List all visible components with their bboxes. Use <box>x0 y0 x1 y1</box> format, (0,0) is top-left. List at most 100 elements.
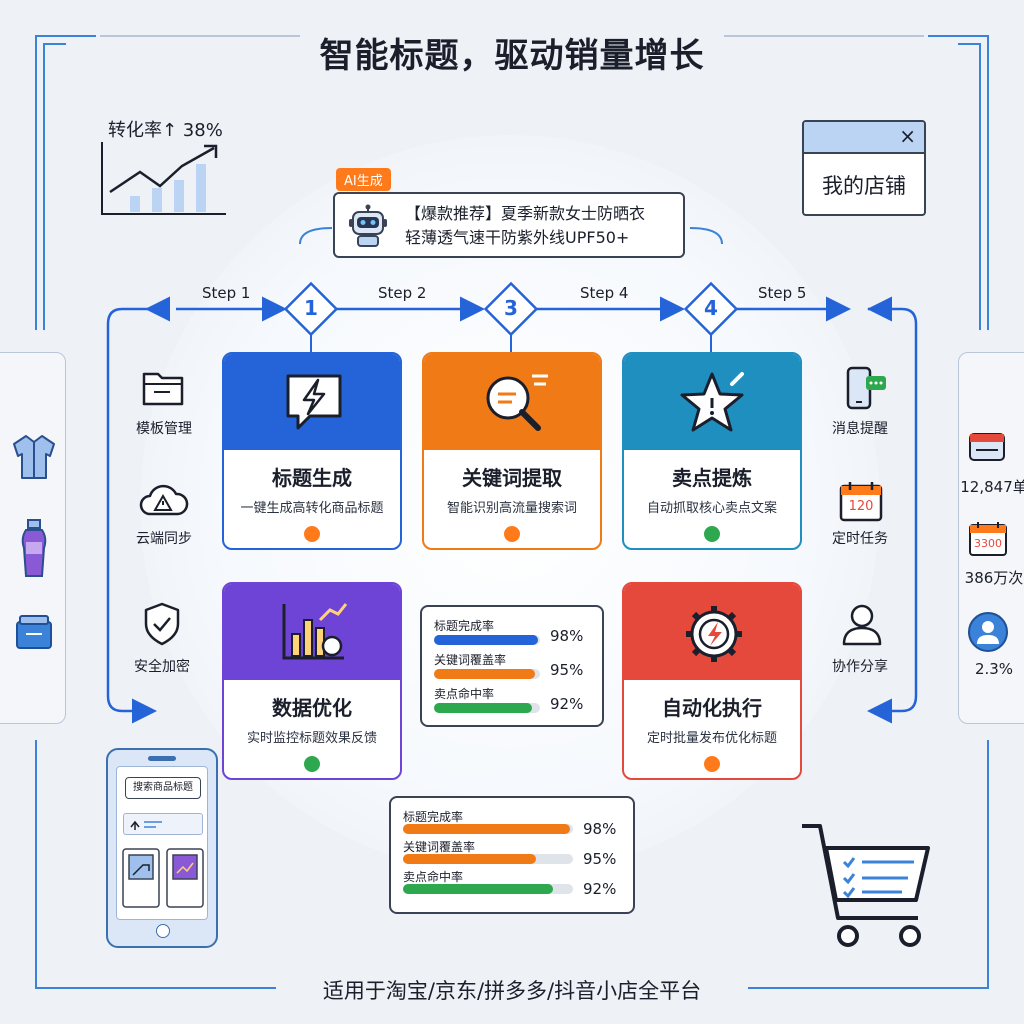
tool-label-notification[interactable]: 消息提醒 <box>832 421 888 437</box>
platform-footer: 适用于淘宝/京东/拼多多/抖音小店全平台 <box>322 979 702 1003</box>
step-number-1: 1 <box>304 296 318 320</box>
tool-label-security[interactable]: 安全加密 <box>134 659 190 675</box>
banner-connector <box>299 227 723 245</box>
calendar-icon: 120 <box>838 480 884 522</box>
star-icon <box>680 372 744 432</box>
box-icon <box>16 615 52 649</box>
tool-label-share[interactable]: 协作分享 <box>832 659 888 675</box>
card-desc: 自动抓取核心卖点文案 <box>646 501 777 516</box>
step-marker-4 <box>683 281 739 337</box>
metric-label: 卖点命中率 <box>403 870 464 884</box>
card-data-optimization[interactable]: 数据优化 实时监控标题效果反馈 <box>222 582 402 780</box>
metric-value: 92% <box>550 695 584 713</box>
shield-check-icon <box>144 602 180 646</box>
conversion-label: 转化率↑ 38% <box>108 120 223 141</box>
card-title: 卖点提炼 <box>672 466 752 490</box>
my-store-window[interactable]: × 我的店铺 <box>802 120 926 216</box>
step-label-1: Step 1 <box>202 284 251 302</box>
users-icon <box>968 612 1008 652</box>
folder-icon <box>142 372 184 406</box>
metric-fill <box>434 635 538 645</box>
status-dot <box>304 756 320 772</box>
magnifier-icon <box>486 374 548 431</box>
card-title-generation[interactable]: 标题生成 一键生成高转化商品标题 <box>222 352 402 550</box>
step-marker-3 <box>483 281 539 337</box>
card-desc: 一键生成高转化商品标题 <box>240 501 384 516</box>
lightning-chat-icon <box>286 374 342 430</box>
user-icon <box>842 604 882 646</box>
calendar-views-icon: 3300 <box>968 520 1008 558</box>
metric-row: 标题完成率 98% <box>403 808 616 838</box>
bottle-icon <box>21 519 47 577</box>
step-label-5: Step 5 <box>758 284 807 302</box>
store-title-bar: × <box>804 122 924 154</box>
stat-orders: 12,847单 <box>960 478 1024 496</box>
card-title: 标题生成 <box>272 466 352 490</box>
page-title: 智能标题，驱动销量增长 <box>319 36 705 76</box>
card-keyword-extraction[interactable]: 关键词提取 智能识别高流量搜索词 <box>422 352 602 550</box>
metrics-panel-small: 标题完成率 98% 关键词覆盖率 95% 卖点命中率 92% <box>420 605 604 727</box>
shopping-cart-icon <box>802 824 930 947</box>
calendar-views-badge: 3300 <box>974 537 1002 550</box>
tool-label-template[interactable]: 模板管理 <box>136 421 192 437</box>
card-selling-point[interactable]: 卖点提炼 自动抓取核心卖点文案 <box>622 352 802 550</box>
tool-label-cloud[interactable]: 云端同步 <box>136 531 192 547</box>
upload-list-icon <box>130 820 162 830</box>
card-auto-execution[interactable]: 自动化执行 定时批量发布优化标题 <box>622 582 802 780</box>
phone-search-bar[interactable]: 搜索商品标题 <box>125 777 201 799</box>
metric-track <box>434 635 540 645</box>
calendar-badge: 120 <box>848 499 874 514</box>
metric-value: 98% <box>550 627 584 645</box>
metric-value: 95% <box>583 850 617 868</box>
product-thumbnails <box>122 848 204 908</box>
phone-home-button[interactable] <box>156 924 170 938</box>
metric-label: 关键词覆盖率 <box>434 653 507 667</box>
metric-track <box>403 854 573 864</box>
metric-row: 关键词覆盖率 95% <box>403 838 616 868</box>
phone-input-row[interactable] <box>123 813 203 835</box>
cloud-warning-icon <box>139 484 189 516</box>
card-desc: 定时批量发布优化标题 <box>646 731 777 746</box>
metric-row: 关键词覆盖率 95% <box>434 651 583 679</box>
phone-message-icon <box>846 366 886 410</box>
metric-fill <box>403 884 553 894</box>
status-dot <box>704 756 720 772</box>
metric-value: 98% <box>583 820 617 838</box>
phone-screen: 搜索商品标题 <box>116 766 208 920</box>
status-dot <box>304 526 320 542</box>
metric-fill <box>403 854 536 864</box>
metric-label: 卖点命中率 <box>434 687 495 701</box>
robot-icon <box>349 204 387 247</box>
step-number-4: 4 <box>704 296 718 320</box>
metric-row: 卖点命中率 92% <box>434 685 583 713</box>
step-marker-1 <box>283 281 339 337</box>
tool-label-schedule[interactable]: 定时任务 <box>832 531 888 547</box>
metric-value: 92% <box>583 880 617 898</box>
metric-track <box>434 669 540 679</box>
orders-icon <box>969 433 1005 461</box>
metric-value: 95% <box>550 661 584 679</box>
ai-generated-badge: AI生成 <box>336 168 391 191</box>
metric-track <box>403 884 573 894</box>
close-icon[interactable]: × <box>899 124 916 148</box>
metric-track <box>434 703 540 713</box>
jacket-icon <box>13 435 55 479</box>
gear-lightning-icon <box>686 606 742 662</box>
metric-row: 标题完成率 98% <box>434 617 583 645</box>
store-label: 我的店铺 <box>822 174 906 198</box>
card-title: 自动化执行 <box>662 696 762 720</box>
metrics-panel-large: 标题完成率 98% 关键词覆盖率 95% 卖点命中率 92% <box>389 796 635 914</box>
step-label-2: Step 2 <box>378 284 427 302</box>
card-title: 数据优化 <box>272 696 352 720</box>
card-desc: 实时监控标题效果反馈 <box>246 731 377 746</box>
banner-line-2: 轻薄透气速干防紫外线UPF50+ <box>405 228 630 247</box>
conversion-chart-icon <box>101 142 226 215</box>
metric-fill <box>403 824 570 834</box>
metric-label: 标题完成率 <box>403 810 464 824</box>
metric-fill <box>434 669 535 679</box>
ai-title-banner[interactable]: 【爆款推荐】夏季新款女士防晒衣 轻薄透气速干防紫外线UPF50+ <box>333 192 685 258</box>
stat-rate: 2.3% <box>974 660 1014 678</box>
card-title: 关键词提取 <box>462 466 562 490</box>
